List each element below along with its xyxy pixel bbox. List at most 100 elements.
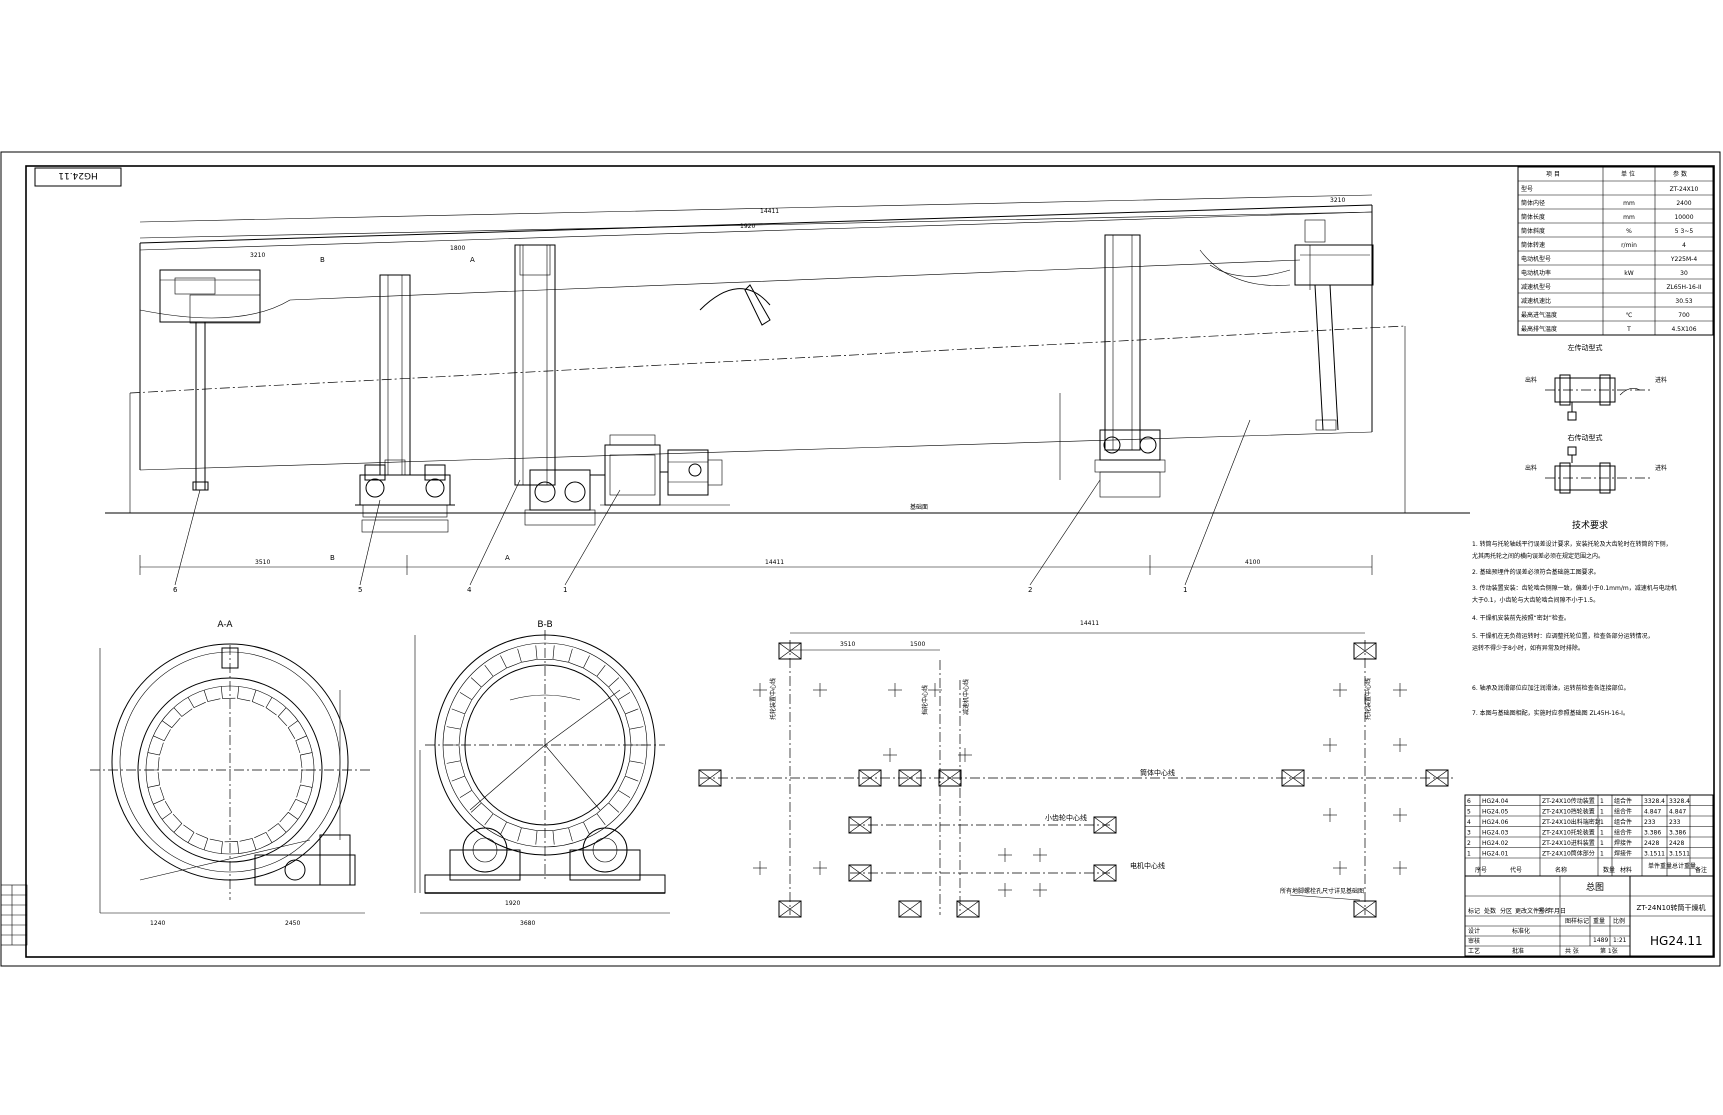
parts-cell: 焊接件 [1614,850,1632,858]
lifting-flight [161,801,173,820]
anchor-bolt-mark [1393,808,1407,822]
anchor-bolt-mark [1323,808,1337,822]
anchor-bolt-mark [998,848,1012,862]
lifting-flight [203,690,221,702]
svg-text:更改文件号: 更改文件号 [1515,907,1545,915]
anchor-bolt-mark [1033,848,1047,862]
svg-text:A-A: A-A [217,620,233,630]
section-aa: A-A 1240 2450 [90,620,370,927]
anchor-bolt-mark [753,861,767,875]
foundation-plan: 筒体中心线 小齿轮中心线 电机中心线 14411 3510 1500 托轮装置中… [698,620,1455,918]
parts-cell: 2428 [1644,840,1659,847]
spec-value: 10000 [1674,214,1693,221]
svg-text:14411: 14411 [760,208,779,215]
svg-text:1:21: 1:21 [1613,937,1627,944]
anchor-pad [898,900,922,918]
spec-value: 5 3~5 [1675,228,1694,235]
outer-frame [0,151,1721,967]
parts-cell: 2 [1467,840,1471,847]
parts-cell: HG24.03 [1482,830,1509,837]
parts-cell: 3328.4 [1669,798,1690,805]
anchor-pad [848,816,872,834]
callout-1a: 1 [563,586,567,594]
callout-2: 2 [1028,586,1032,594]
lifting-flight [552,645,569,663]
lifting-flight [161,717,181,729]
parts-cell: 4.847 [1644,809,1661,816]
lifting-flight [625,760,644,776]
svg-text:备注: 备注 [1695,866,1707,874]
lifting-flight [470,790,482,813]
lifting-flight [521,827,538,845]
lifting-flight [153,786,165,805]
parts-cell: 3.386 [1669,830,1686,837]
lifting-flight [582,655,597,677]
lifting-flight [277,707,288,727]
spec-unit: kW [1624,270,1633,277]
anchor-bolt-mark [813,683,827,697]
lifting-flight [183,824,195,843]
lifting-flight [187,697,206,709]
svg-text:1240: 1240 [150,920,165,927]
lifting-flights-aa [146,686,314,854]
drum-bottom-edge [139,431,1373,471]
svg-text:序号: 序号 [1475,866,1487,874]
parts-cell: HG24.05 [1482,809,1509,816]
svg-text:基础面: 基础面 [910,503,928,511]
spec-value: 2400 [1676,200,1691,207]
svg-text:14411: 14411 [765,559,784,566]
svg-text:重量: 重量 [1593,917,1605,925]
parts-cell: 4 [1467,819,1471,826]
lifting-flight [618,775,639,791]
left-edge-strip [0,884,28,946]
svg-text:7. 本图与基础图相配，实施时应参照基础图 ZL45H-16: 7. 本图与基础图相配，实施时应参照基础图 ZL45H-16-I。 [1472,709,1629,717]
lifting-flight [493,813,508,835]
lifting-flight [500,655,522,669]
parts-cell: 1 [1600,809,1604,816]
lifting-flight [300,752,313,768]
lifting-flight [629,744,645,761]
anchor-pad [1281,769,1305,787]
lifting-flight [535,645,553,660]
parts-cell: 1 [1467,851,1471,858]
parts-cell: ZT-24X10出料端密封 [1542,818,1601,826]
svg-text:单件重量: 单件重量 [1648,862,1672,870]
lifting-flight [195,833,209,850]
anchor-bolt-mark [883,748,897,762]
anchor-pad [1093,864,1117,882]
anchor-bolt-mark [1333,683,1347,697]
anchor-pad [698,769,722,787]
roller-station-left [355,464,455,533]
drive-unit [590,434,730,506]
anchor-bolt-mark [1393,861,1407,875]
lifting-flight [224,841,240,854]
lifting-flight [445,729,461,746]
svg-text:托轮装置中心线: 托轮装置中心线 [1364,678,1372,720]
svg-text:3210: 3210 [250,252,265,259]
svg-text:B: B [330,554,335,562]
drive-type-left: 左传动型式 出料 进料 [1525,343,1667,421]
lifting-flight [608,789,631,803]
svg-text:处数: 处数 [1484,907,1496,915]
anchor-pad [898,769,922,787]
anchor-pad [956,900,980,918]
parts-cell: 4.847 [1669,809,1686,816]
svg-text:标准化: 标准化 [1512,927,1530,935]
parts-cell: 2428 [1669,840,1684,847]
anchor-bolt-mark [888,683,902,697]
svg-text:图样标记: 图样标记 [1565,917,1589,925]
svg-text:出料: 出料 [1525,464,1537,472]
lifting-flight [481,803,494,825]
parts-cell: 组合件 [1614,818,1632,826]
svg-text:单 位: 单 位 [1621,170,1635,178]
drum-top-edge [139,204,1373,244]
svg-text:小齿轮中心线: 小齿轮中心线 [1045,813,1087,822]
parts-cell: 233 [1644,819,1656,826]
lifting-flights-bb [445,645,645,845]
